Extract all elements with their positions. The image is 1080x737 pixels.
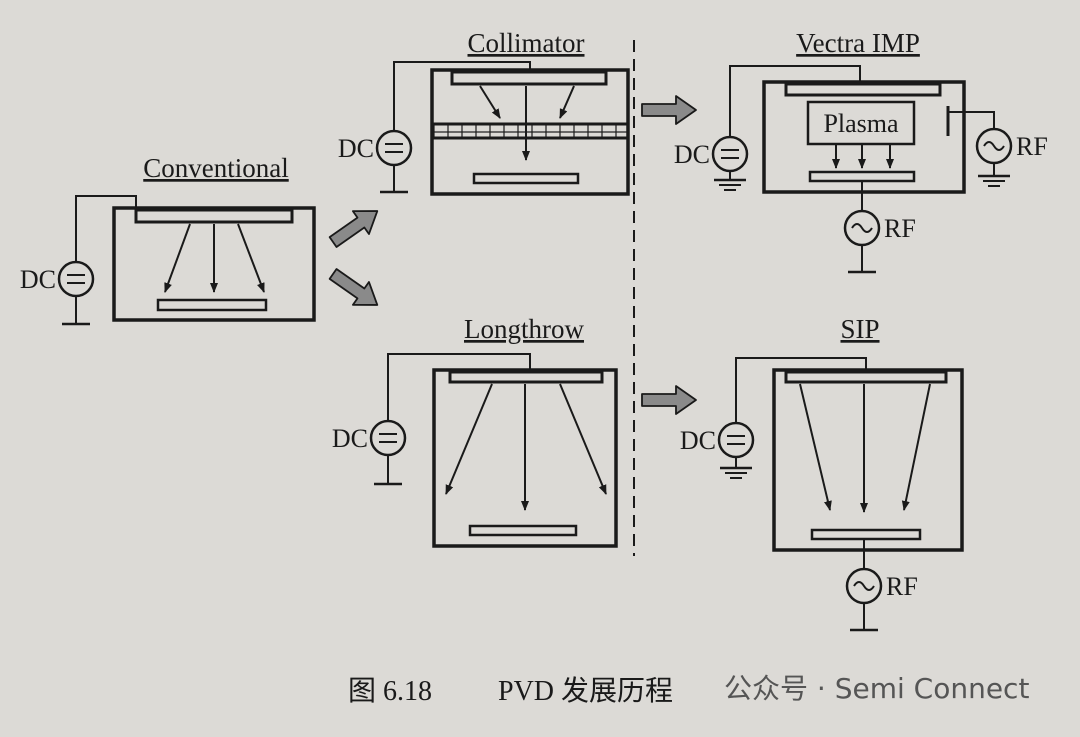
vectra-coil-rf-supply (946, 106, 1013, 187)
vectra-chamber (762, 80, 966, 194)
label-rf-vectra-bias: RF (884, 214, 916, 243)
title-conventional: Conventional (143, 153, 288, 183)
block-arrow-to-sip (641, 385, 697, 415)
longthrow-chamber (432, 368, 618, 548)
vectra-dc-supply (711, 65, 861, 191)
label-rf-vectra-coil: RF (1016, 132, 1048, 161)
conventional-chamber (112, 206, 316, 322)
title-longthrow: Longthrow (464, 314, 584, 344)
figure-number: 图 6.18 (348, 676, 432, 707)
block-arrow-to-vectra (641, 95, 697, 125)
label-dc-vectra: DC (674, 140, 710, 169)
label-dc-sip: DC (680, 426, 716, 455)
sip-rf-supply (845, 539, 883, 632)
block-arrow-to-collimator (328, 210, 379, 248)
sip-dc-supply (717, 357, 867, 479)
watermark-text: 公众号 · Semi Connect (724, 672, 1029, 705)
vectra-bias-rf-supply (843, 181, 881, 274)
collimator-dc-supply (375, 61, 531, 194)
longthrow-dc-supply (369, 353, 531, 486)
label-plasma: Plasma (823, 109, 899, 138)
title-vectra-imp: Vectra IMP (796, 28, 920, 58)
title-sip: SIP (840, 314, 879, 344)
label-rf-sip: RF (886, 572, 918, 601)
label-dc-longthrow: DC (332, 424, 368, 453)
title-collimator: Collimator (468, 28, 585, 58)
sip-chamber (772, 368, 964, 552)
collimator-chamber (430, 68, 630, 196)
figure-caption: PVD 发展历程 (498, 675, 673, 707)
label-dc-conventional: DC (20, 265, 56, 294)
conventional-dc-supply (57, 195, 137, 326)
block-arrow-to-longthrow (328, 268, 379, 306)
label-dc-collimator: DC (338, 134, 374, 163)
